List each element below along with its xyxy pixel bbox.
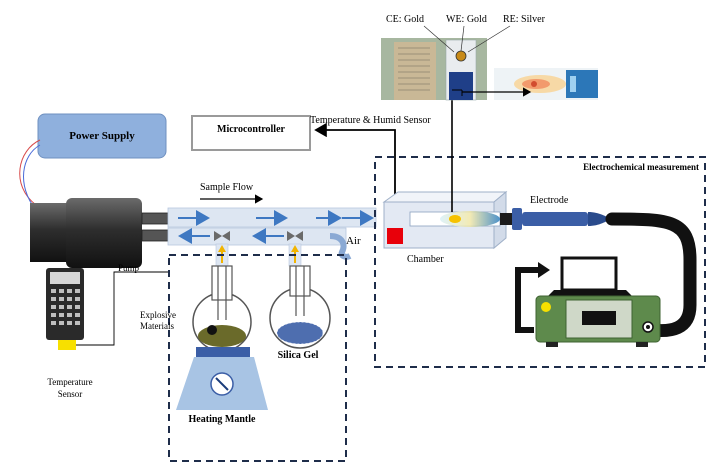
temp-sensor-wire — [76, 271, 168, 346]
temperature-sensor-label-1: Temperature — [47, 377, 92, 387]
explosive-label-2: Materials — [140, 321, 174, 331]
power-supply-label: Power Supply — [69, 130, 135, 142]
vapor-arrow-2 — [291, 245, 299, 263]
we-pointer — [460, 25, 465, 52]
temp-humid-sensor — [387, 228, 403, 244]
temperature-sensor-label-2: Sensor — [58, 389, 83, 399]
loop-arrow-icon — [515, 267, 540, 333]
power-supply: Power Supply — [37, 113, 167, 159]
heating-mantle — [176, 347, 268, 410]
microcontroller-box — [191, 115, 311, 151]
pump-motor — [30, 198, 169, 268]
power-wire-blue — [23, 144, 41, 211]
air-label: Air — [346, 235, 361, 247]
potentiostat — [535, 295, 661, 347]
loop-arrow-head-icon — [538, 262, 550, 278]
power-wire-red — [19, 139, 41, 206]
vapor-arrow-1 — [218, 245, 226, 263]
electrode-probe — [500, 208, 612, 230]
temp-humid-sensor-label: Temperature & Humid Sensor — [310, 115, 431, 126]
we-label: WE: Gold — [446, 14, 487, 25]
electrochemical-label: Electrochemical measurement — [583, 162, 699, 172]
air-inlet-icon — [329, 233, 352, 260]
laptop — [548, 256, 632, 296]
zoom-arrow — [452, 89, 463, 96]
electrode-cable — [605, 212, 697, 338]
explosive-label-1: Explosive — [140, 310, 176, 320]
heating-mantle-label: Heating Mantle — [189, 414, 256, 425]
re-label: RE: Silver — [503, 14, 546, 25]
silica-gel-flask — [269, 265, 331, 349]
electrode-photo — [381, 38, 487, 101]
vapor-generation-box — [168, 254, 347, 462]
sensor-closeup-photo — [494, 68, 598, 100]
temperature-sensor-device — [46, 268, 84, 350]
microcontroller-label: Microcontroller — [217, 124, 285, 135]
valve-1 — [214, 231, 230, 241]
re-pointer — [467, 25, 511, 53]
ce-pointer — [423, 25, 455, 53]
chamber-label: Chamber — [407, 254, 444, 265]
silica-gel-label: Silica Gel — [278, 350, 319, 361]
valve-2 — [287, 231, 303, 241]
sample-flow-label: Sample Flow — [200, 182, 254, 193]
explosive-flask — [192, 265, 252, 352]
electrochemical-box — [374, 156, 706, 368]
ce-label: CE: Gold — [386, 14, 424, 25]
pump-label: Pump — [118, 263, 140, 273]
electrode-label: Electrode — [530, 195, 569, 206]
